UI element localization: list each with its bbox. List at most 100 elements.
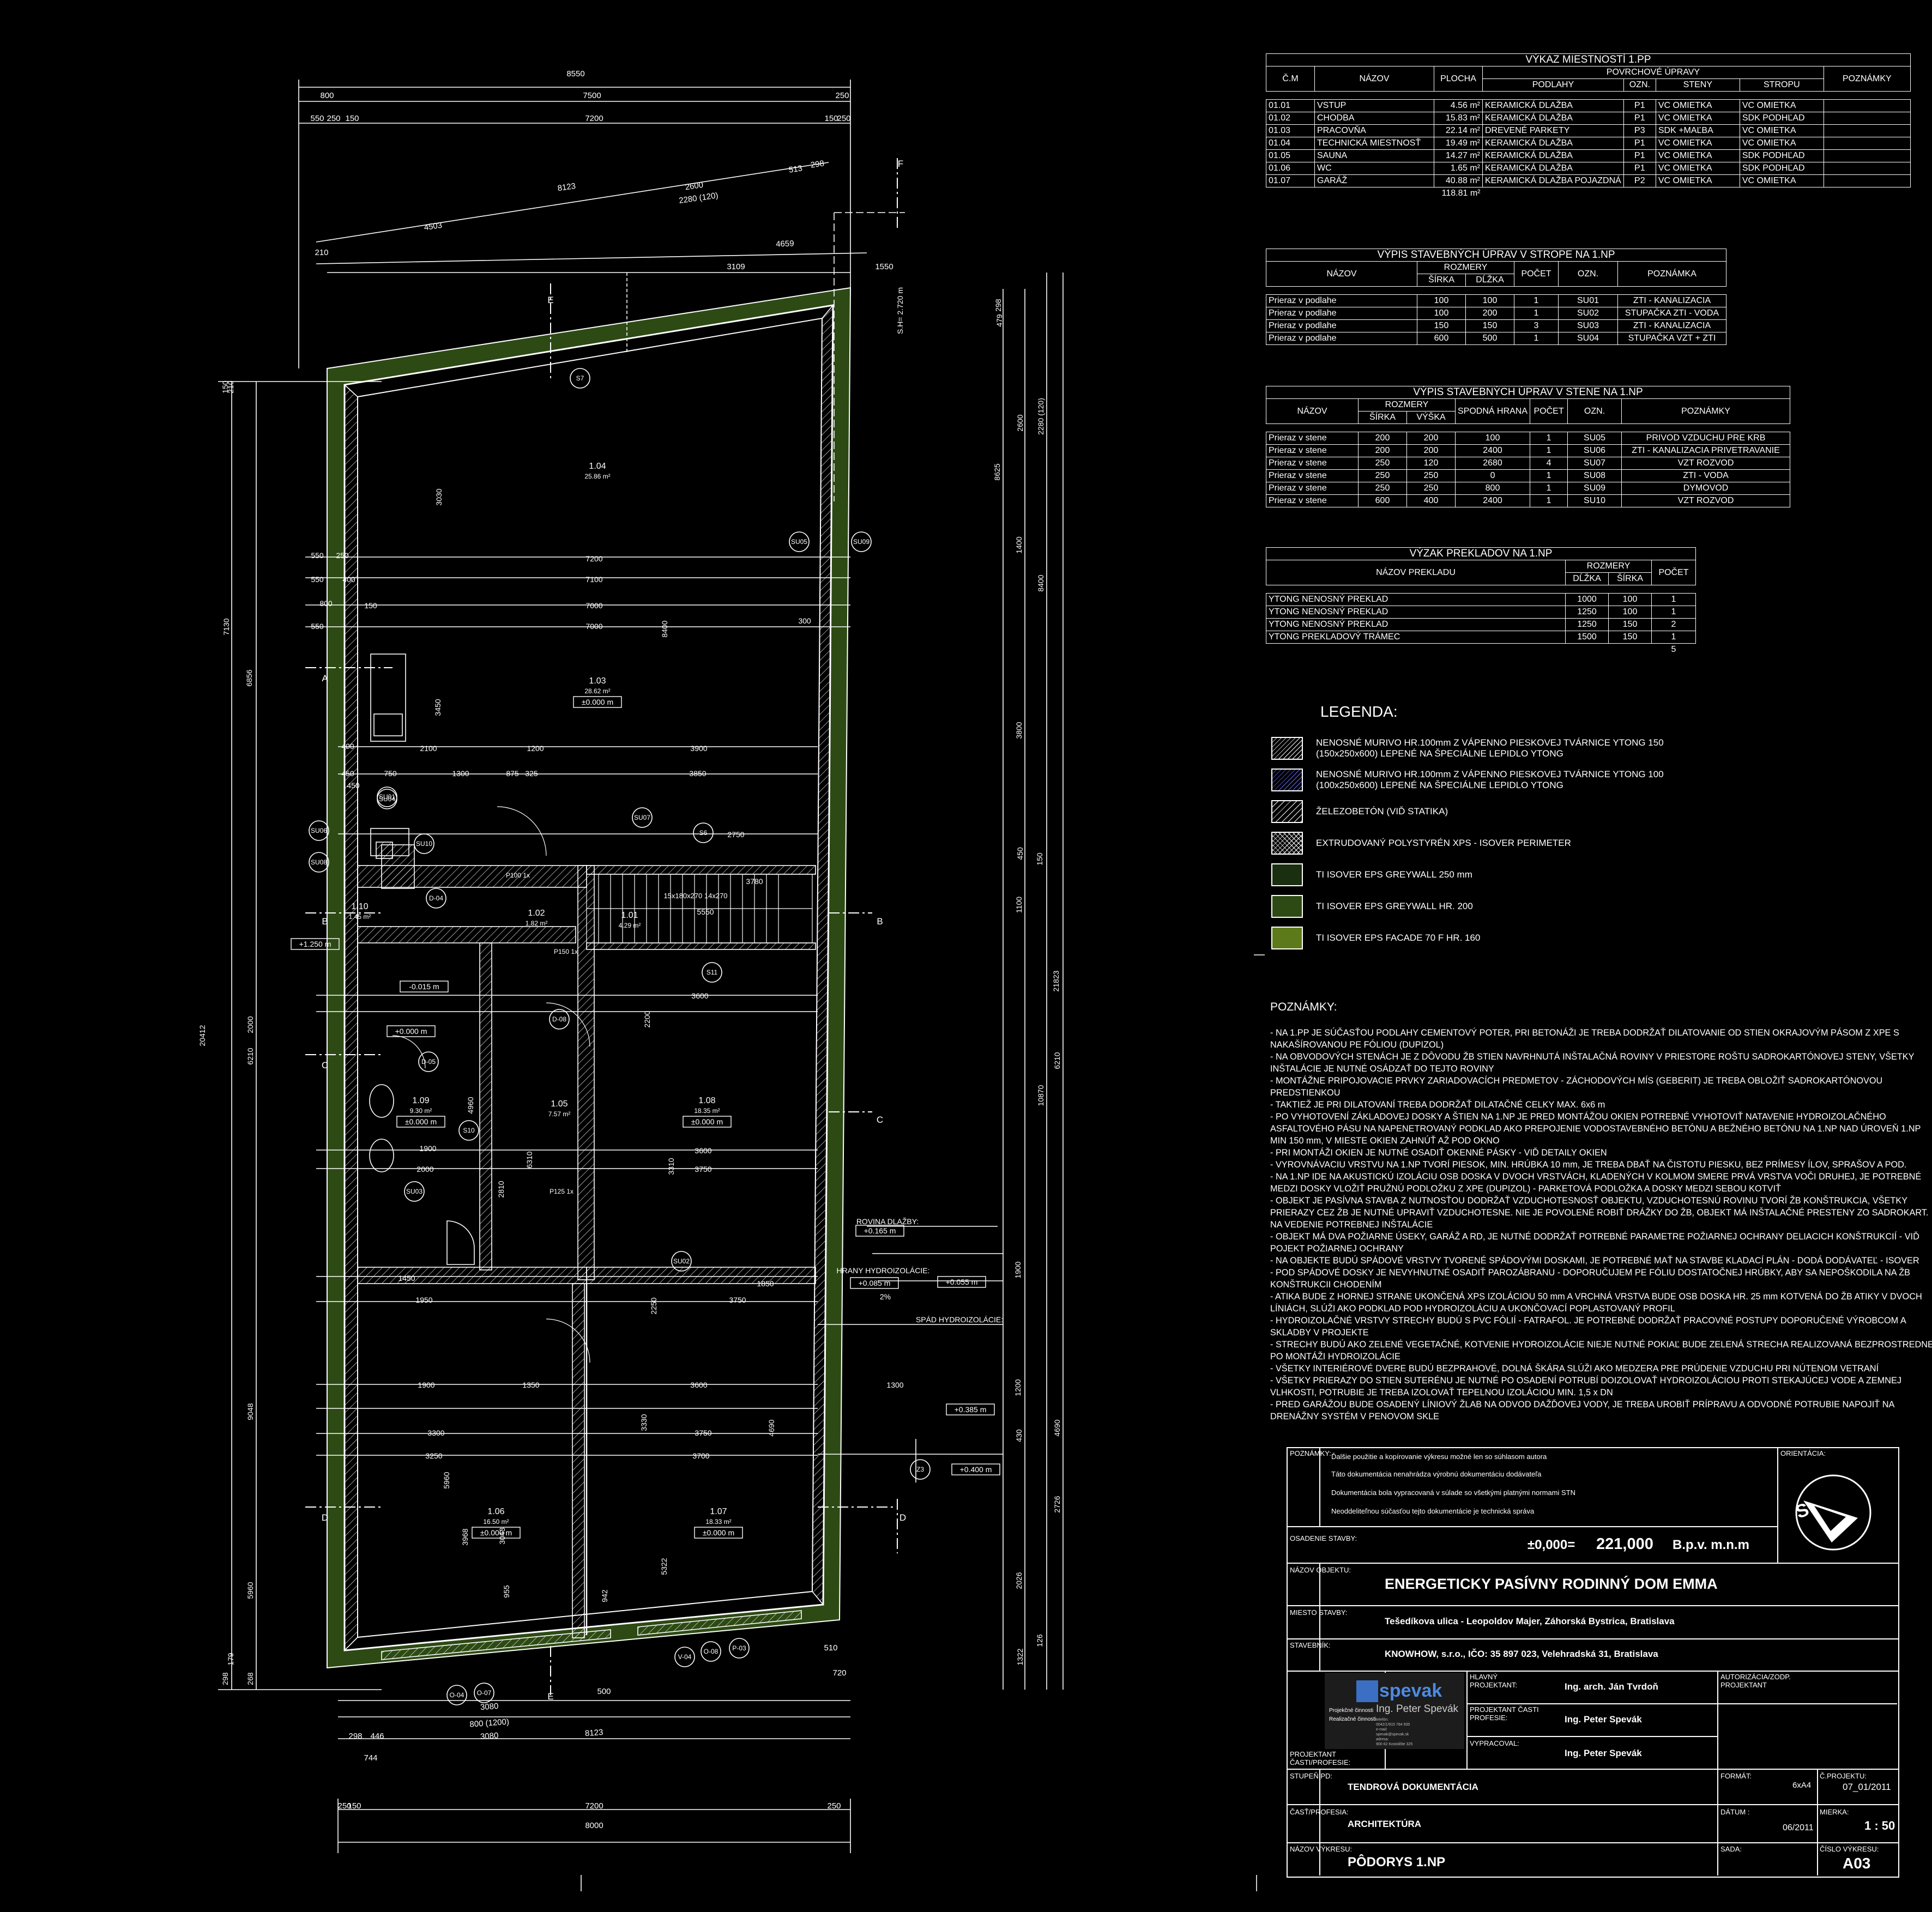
notes-title: POZNÁMKY: bbox=[1270, 1001, 1337, 1013]
tag-circle bbox=[789, 531, 810, 552]
legend-item: TI ISOVER EPS GREYWALL 250 mm bbox=[1271, 863, 1472, 886]
table-cell: VC OMIETKA bbox=[1739, 137, 1824, 150]
dimension-label: 3850 bbox=[689, 769, 706, 778]
section-mark: C bbox=[322, 1060, 328, 1070]
tb-nazov-vykresu-label: NÁZOV VÝKRESU: bbox=[1290, 1845, 1353, 1853]
note-line: POJEKT POŽIARNEJ OCHRANY bbox=[1270, 1244, 1404, 1254]
tag-circle-label: SU10 bbox=[416, 840, 432, 848]
tag-circle-label: SU09 bbox=[853, 538, 870, 546]
wall-openings-schedule: VÝPIS STAVEBNÝCH ÚPRAV V STENE NA 1.NP N… bbox=[1265, 386, 1791, 507]
table-cell: P1 bbox=[1623, 112, 1656, 125]
tag-label: P125 1x bbox=[550, 1188, 573, 1195]
tb-poznamky-label: POZNÁMKY: bbox=[1290, 1449, 1331, 1457]
tag-circle-label: V-04 bbox=[678, 1653, 692, 1661]
dimension-label: 8625 bbox=[993, 463, 1001, 480]
room-schedule-table: VÝKAZ MIESTNOSTÍ 1.PP Č.M NÁZOV PLOCHA P… bbox=[1266, 53, 1911, 199]
table-cell: 1250 bbox=[1565, 606, 1609, 619]
tb-osadenie-unit: B.p.v. m.n.m bbox=[1673, 1538, 1749, 1552]
note-line: VLHKOSTI, POTRUBIE JE TREBA IZOLOVAŤ TEP… bbox=[1270, 1388, 1613, 1397]
table-cell: 1500 bbox=[1565, 631, 1609, 644]
table-cell: 4.56 m² bbox=[1434, 99, 1483, 112]
annotation-label: S.H= 2.720 m bbox=[896, 287, 904, 334]
room-area: 25.86 m² bbox=[584, 473, 610, 480]
dimension-label: 2726 bbox=[1053, 1496, 1061, 1512]
dimension-label: 446 bbox=[370, 1732, 384, 1741]
legend-item: NENOSNÉ MURIVO HR.100mm Z VÁPENNO PIESKO… bbox=[1271, 769, 1664, 791]
tb-cproj: 07_01/2011 bbox=[1843, 1782, 1891, 1792]
tb-cproj-label: Č.PROJEKTU: bbox=[1820, 1772, 1867, 1780]
tag-circle bbox=[729, 1638, 750, 1659]
table-cell: 1 bbox=[1651, 631, 1696, 644]
table-cell: KERAMICKÁ DLAŽBA bbox=[1482, 112, 1624, 125]
tb-nazov-objektu-label: NÁZOV OBJEKTU: bbox=[1290, 1566, 1351, 1574]
table-cell: KERAMICKÁ DLAŽBA bbox=[1482, 99, 1624, 112]
dimension-label: 7000 bbox=[585, 601, 602, 610]
col-header: DĹŽKA bbox=[1465, 274, 1514, 287]
tag-circle-label: Z3 bbox=[916, 1466, 924, 1473]
dimension-label: 4659 bbox=[776, 239, 794, 249]
room-level-label: ±0.000 m bbox=[691, 1117, 723, 1126]
table-cell: 01.07 bbox=[1266, 174, 1315, 187]
legend-swatch bbox=[1271, 800, 1303, 823]
table-cell: 200 bbox=[1406, 444, 1456, 457]
note-line: MEDZI DOSKY VLOŽIŤ PRUŽNÚ PODLOŽKU Z XPE… bbox=[1270, 1184, 1781, 1194]
table-cell: SDK +MAĽBA bbox=[1655, 124, 1740, 137]
table-cell bbox=[1823, 162, 1911, 175]
table-cell: 150 bbox=[1608, 631, 1652, 644]
dimension-label: 1450 bbox=[398, 1274, 415, 1282]
legend-text: NENOSNÉ MURIVO HR.100mm Z VÁPENNO PIESKO… bbox=[1316, 769, 1664, 790]
legend-text: NENOSNÉ MURIVO HR.100mm Z VÁPENNO PIESKO… bbox=[1316, 737, 1664, 759]
group-header: ROZMERY bbox=[1358, 398, 1456, 412]
table-cell: SDK PODHĽAD bbox=[1739, 149, 1824, 162]
tb-poznamka: Dokumentácia bola vypracovaná v súlade s… bbox=[1331, 1489, 1575, 1497]
tag-circle bbox=[404, 1181, 425, 1202]
room-level-label: ±0.000 m bbox=[480, 1528, 512, 1537]
tb-poznamka: Neoddeliteľnou súčasťou tejto dokumentác… bbox=[1331, 1507, 1535, 1515]
section-mark: C bbox=[877, 1115, 883, 1125]
note-line: ASFALTOVÉHO PÁSU NA NAPENETROVANÝ PODKLA… bbox=[1270, 1124, 1921, 1134]
tag-circle bbox=[377, 789, 397, 809]
table-cell: 600 bbox=[1358, 494, 1407, 507]
section-mark: A bbox=[322, 673, 328, 683]
table-cell: 01.04 bbox=[1266, 137, 1315, 150]
dimension-label: 268 bbox=[246, 1672, 255, 1685]
ceiling-schedule-title: VÝPIS STAVEBNÝCH ÚPRAV V STROPE NA 1.NP bbox=[1266, 249, 1726, 262]
dimension-label: 1200 bbox=[527, 744, 544, 753]
table-cell: 200 bbox=[1406, 432, 1456, 445]
tag-circle bbox=[474, 1683, 494, 1703]
dimension-label: 400 bbox=[342, 575, 355, 584]
tb-miesto-label: MIESTO STAVBY: bbox=[1290, 1608, 1348, 1617]
level-tag-label: +1.250 m bbox=[299, 940, 331, 948]
section-mark: E bbox=[547, 1691, 553, 1702]
dimension-label: 8123 bbox=[557, 181, 576, 193]
tag-circle bbox=[458, 1120, 479, 1141]
tb-vypracoval: Ing. Peter Spevák bbox=[1565, 1748, 1642, 1758]
tb-hlavny-label: HLAVNÝ PROJEKTANT: bbox=[1470, 1673, 1518, 1689]
room-level bbox=[396, 1116, 445, 1128]
legend: LEGENDA: NENOSNÉ MURIVO HR.100mm Z VÁPEN… bbox=[1265, 703, 1864, 959]
table-cell: 200 bbox=[1465, 307, 1514, 320]
level-tag-label: +0.165 m bbox=[864, 1226, 896, 1235]
table-cell bbox=[1823, 137, 1911, 150]
dimension-label: 1350 bbox=[522, 1381, 539, 1389]
table-cell: Prieraz v podlahe bbox=[1266, 319, 1417, 332]
level-tag-label: +0.085 m bbox=[859, 1279, 891, 1287]
dimension-label: 450 bbox=[347, 781, 360, 790]
col-header: PODLAHY bbox=[1482, 78, 1624, 92]
section-mark: F bbox=[898, 159, 903, 169]
dimension-label: 3750 bbox=[695, 1429, 711, 1437]
tb-datum: 06/2011 bbox=[1783, 1823, 1814, 1832]
dimension-label: 150 bbox=[364, 601, 377, 610]
table-cell: 100 bbox=[1417, 307, 1466, 320]
tag-circle bbox=[418, 1051, 439, 1072]
room-number: 1.04 bbox=[589, 462, 606, 471]
table-cell: SU06 bbox=[1567, 444, 1622, 457]
table-cell: YTONG NENOSNÝ PREKLAD bbox=[1266, 593, 1566, 606]
lintel-total: 5 bbox=[1671, 645, 1676, 654]
table-cell: 100 bbox=[1608, 593, 1652, 606]
dimension-label: 298 bbox=[810, 159, 825, 170]
